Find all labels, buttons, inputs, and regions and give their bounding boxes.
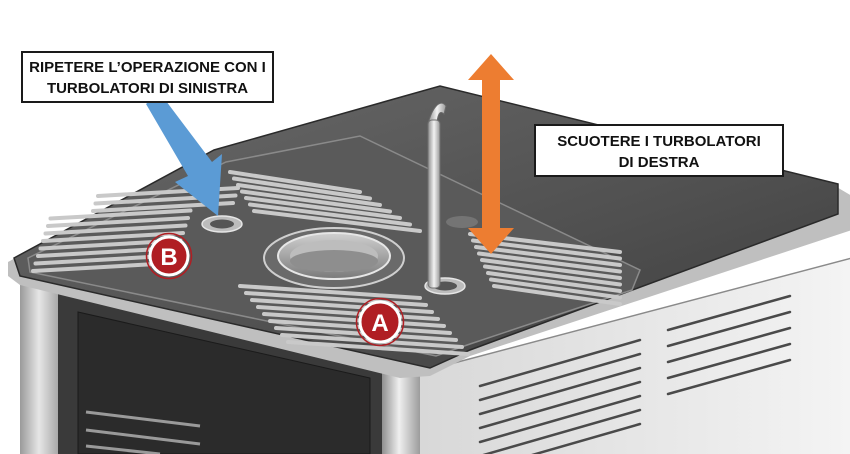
side-vents [478, 294, 792, 454]
side-vent-slot [531, 422, 642, 454]
callout-right-line-1: SCUOTERE I TURBOLATORI [557, 133, 761, 150]
marker-b: B [145, 232, 193, 280]
flue-ring [263, 227, 405, 289]
grate-slot [474, 245, 622, 267]
stove-front [20, 282, 420, 454]
grate-slot [489, 277, 622, 300]
grate-slot [240, 189, 392, 214]
grate-slot [238, 284, 422, 300]
grate-slot [480, 258, 622, 280]
side-vent-slot [666, 294, 792, 332]
blue-arrow [146, 93, 222, 216]
grate-slot [256, 305, 440, 321]
side-vent-slot [666, 342, 792, 380]
grate-slot [31, 261, 175, 273]
grate-slot [48, 208, 193, 221]
side-vent-slot [478, 394, 642, 444]
side-vent-slot [666, 358, 792, 396]
grate-slot [41, 231, 185, 243]
orange-double-arrow [468, 54, 514, 254]
grate-slot [244, 291, 428, 307]
grate-slot [232, 176, 372, 201]
marker-b-label: B [160, 244, 177, 271]
grate-slot [43, 223, 188, 236]
turbolator-rod [427, 102, 447, 289]
grate-slot [262, 312, 446, 328]
side-vent-slot [482, 408, 642, 454]
side-vent-slot [666, 310, 792, 348]
grate-slot [492, 284, 622, 306]
grate-slot [486, 271, 622, 293]
turbolator-hole-left [201, 215, 243, 233]
side-vent-slot [666, 326, 792, 364]
grate-slot [477, 251, 622, 274]
marker-a-label: A [371, 310, 388, 337]
marker-a: A [355, 297, 405, 347]
callout-left-line-2: TURBOLATORI DI SINISTRA [46, 80, 249, 97]
grate-slot [483, 264, 622, 287]
callout-right-line-2: DI DESTRA [618, 154, 700, 171]
grate-slot [248, 202, 412, 227]
side-vent-slot [478, 366, 642, 416]
grate-slot [252, 209, 422, 233]
grate-slot [228, 170, 362, 194]
grate-slot [244, 196, 402, 220]
grate-slot [236, 183, 382, 207]
grate-slot [46, 216, 190, 228]
callout-left-instruction: RIPETERE L’OPERAZIONE CON I TURBOLATORI … [21, 51, 274, 103]
grate-slot [286, 340, 470, 356]
side-vent-slot [478, 338, 642, 388]
grate-slot [250, 298, 434, 314]
side-vent-slot [478, 380, 642, 430]
callout-right-instruction: SCUOTERE I TURBOLATORI DI DESTRA [534, 124, 784, 177]
callout-left-line-1: RIPETERE L’OPERAZIONE CON I [29, 59, 266, 76]
side-vent-slot [478, 352, 642, 402]
